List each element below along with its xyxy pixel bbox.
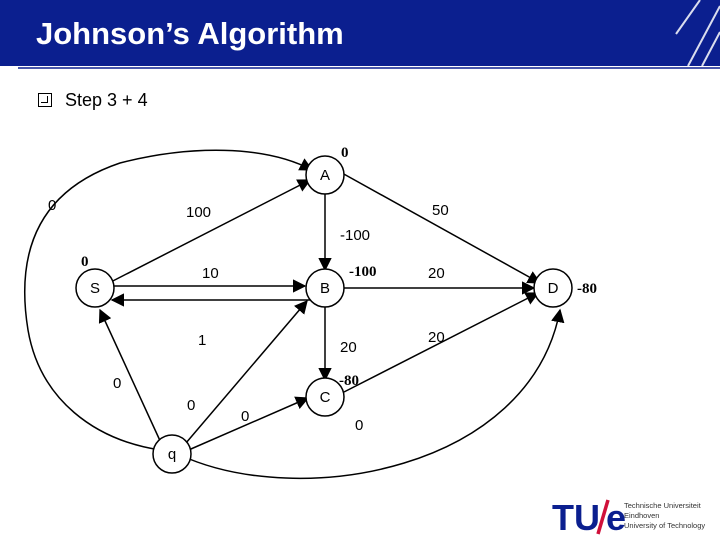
weight-C-D: 20 — [428, 329, 445, 346]
weight-A-D: 50 — [432, 202, 449, 219]
weight-q-B: 0 — [187, 397, 195, 414]
weight-B-D: 20 — [428, 265, 445, 282]
logo-line-1: Technische Universiteit — [624, 501, 702, 510]
edge-q-B — [179, 299, 308, 451]
node-C-label: C — [320, 389, 331, 406]
title-bar — [0, 0, 720, 69]
weight-B-S: 1 — [198, 332, 206, 349]
node-S-label: S — [90, 280, 100, 297]
weight-A-B: -100 — [340, 227, 370, 244]
tue-logo: TU e Technische Universiteit Eindhoven U… — [552, 497, 705, 538]
node-D: D — [533, 268, 573, 308]
weight-S-B: 10 — [202, 265, 219, 282]
node-D-label: D — [548, 280, 559, 297]
potential-D: -80 — [577, 281, 597, 297]
node-q-label: q — [168, 446, 176, 463]
logo-TU: TU — [552, 497, 600, 538]
node-A: A — [305, 155, 345, 195]
logo-line-3: University of Technology — [624, 521, 705, 530]
weight-q-D: 0 — [355, 417, 363, 434]
node-A-label: A — [320, 167, 330, 184]
edge-S-A — [104, 179, 312, 286]
edge-A-D — [341, 172, 542, 284]
weight-q-C: 0 — [241, 408, 249, 425]
potential-S: 0 — [81, 254, 89, 270]
checkbox-bullet-icon — [38, 93, 52, 107]
weight-B-C: 20 — [340, 339, 357, 356]
node-B: B — [305, 268, 345, 308]
edge-q-D — [179, 308, 565, 479]
logo-slash — [596, 499, 610, 535]
node-q: q — [152, 434, 192, 474]
edge-C-D — [343, 292, 540, 393]
logo-e: e — [606, 497, 626, 538]
page-title: Johnson’s Algorithm — [36, 16, 344, 51]
logo-line-2: Eindhoven — [624, 511, 659, 520]
weight-S-A: 100 — [186, 204, 211, 221]
weight-q-S: 0 — [113, 375, 121, 392]
node-C: C — [305, 377, 345, 417]
potential-A: 0 — [341, 145, 349, 161]
potential-B: -100 — [349, 264, 377, 280]
potential-C: -80 — [339, 373, 359, 389]
bullet-text: Step 3 + 4 — [65, 90, 148, 110]
node-B-label: B — [320, 280, 330, 297]
weight-q-A: 0 — [48, 197, 56, 214]
node-S: S — [75, 268, 115, 308]
bullet-step: Step 3 + 4 — [38, 90, 148, 111]
edge-q-C — [183, 396, 310, 453]
edge-q-A — [24, 149, 314, 451]
edge-q-S — [98, 308, 163, 446]
